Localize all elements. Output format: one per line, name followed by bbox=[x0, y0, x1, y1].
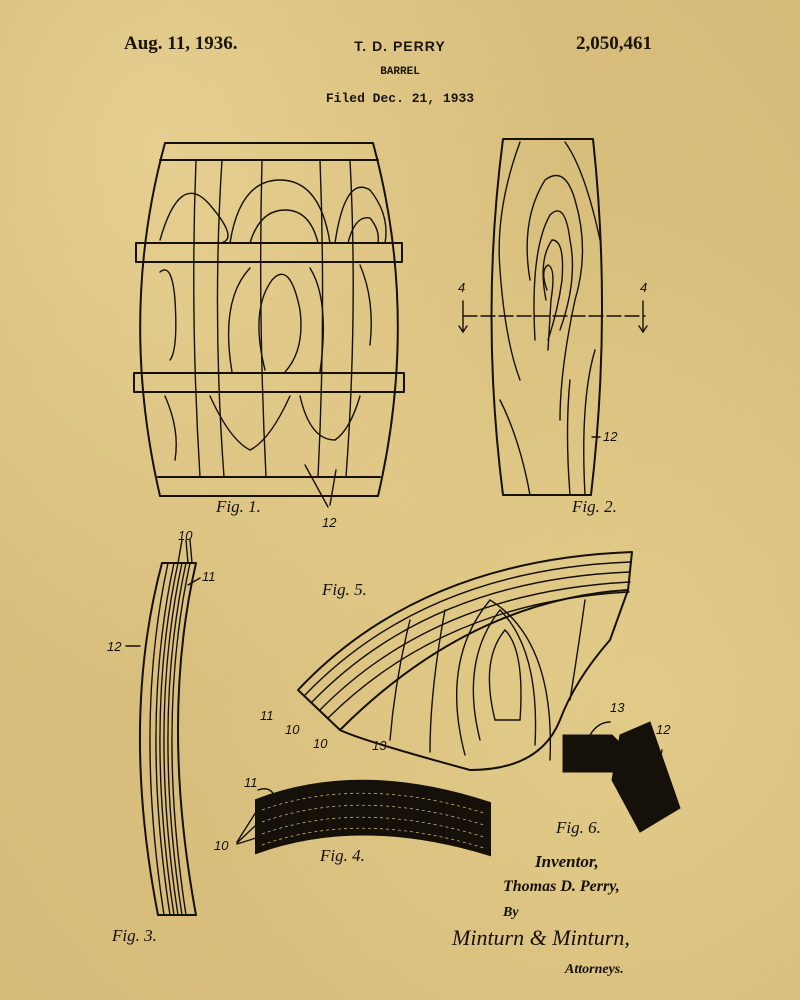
fig1-barrel-drawing bbox=[133, 142, 405, 508]
fig1-ref-12: 12 bbox=[322, 515, 337, 530]
fig5-ref-11: 11 bbox=[260, 708, 274, 723]
fig4-label: Fig. 4. bbox=[320, 846, 365, 865]
fig3-ref-12: 12 bbox=[107, 639, 122, 654]
inventor-label: Inventor, bbox=[535, 852, 599, 871]
fig2-ref-12: 12 bbox=[603, 429, 618, 444]
fig2-section-ref-right: 4 bbox=[640, 280, 648, 295]
patent-number: 2,050,461 bbox=[576, 33, 652, 54]
fig5-ref-13: 13 bbox=[372, 738, 387, 753]
fig2-label: Fig. 2. bbox=[572, 497, 617, 516]
fig3-label: Fig. 3. bbox=[112, 926, 157, 945]
fig3-ref-11: 11 bbox=[202, 569, 216, 584]
fig5-ref-10a: 10 bbox=[285, 722, 300, 737]
filed-date: Filed Dec. 21, 1933 bbox=[325, 91, 475, 106]
fig2-section-ref-left: 4 bbox=[458, 280, 466, 295]
fig2-stave-drawing bbox=[458, 138, 648, 496]
fig3-curved-stave-drawing bbox=[125, 539, 201, 916]
patent-title: BARREL bbox=[380, 66, 420, 78]
fig6-label: Fig. 6. bbox=[556, 818, 601, 837]
fig6-ref-13: 13 bbox=[610, 700, 625, 715]
attorneys-label: Attorneys. bbox=[565, 962, 624, 977]
fig5-label: Fig. 5. bbox=[322, 580, 367, 599]
fig5-ref-10b: 10 bbox=[313, 736, 328, 751]
fig4-ref-10: 10 bbox=[214, 838, 229, 853]
fig6-joint-drawing bbox=[562, 721, 681, 833]
attorney-signature: Minturn & Minturn, bbox=[452, 925, 630, 950]
by-label: By bbox=[503, 905, 519, 920]
patent-date: Aug. 11, 1936. bbox=[124, 33, 238, 54]
fig5-cross-section-drawing bbox=[297, 551, 633, 771]
fig4-ref-11: 11 bbox=[244, 775, 258, 790]
fig3-ref-10: 10 bbox=[178, 528, 193, 543]
inventor-full-name: Thomas D. Perry, bbox=[503, 878, 620, 895]
fig6-ref-12: 12 bbox=[656, 722, 671, 737]
fig1-label: Fig. 1. bbox=[216, 497, 261, 516]
inventor-name: T. D. PERRY bbox=[354, 38, 446, 54]
fig4-laminated-arc-drawing bbox=[236, 779, 491, 857]
